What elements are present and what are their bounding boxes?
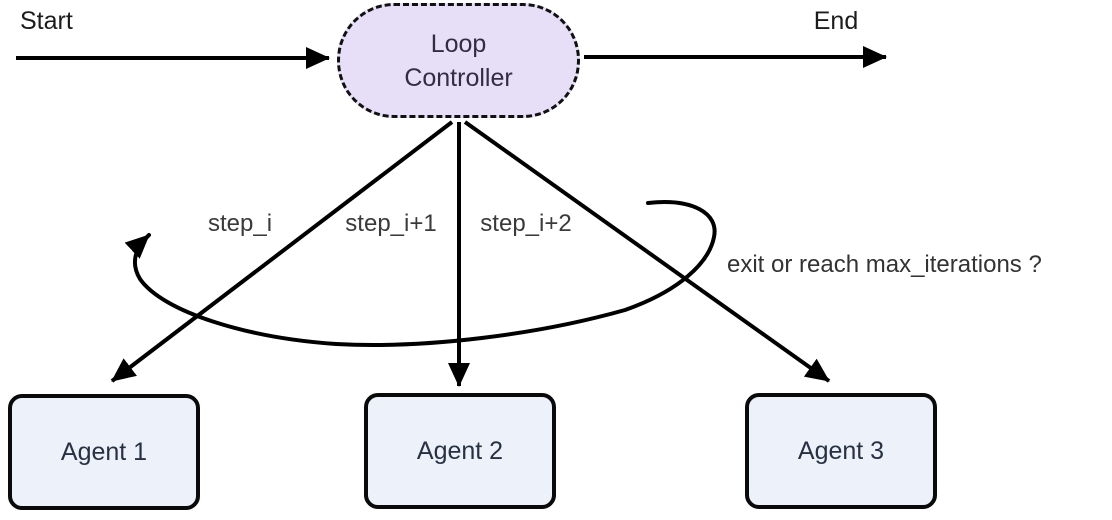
step-i-plus-1-label: step_i+1 — [345, 210, 437, 238]
agent-2-label: Agent 2 — [416, 436, 504, 465]
edge-controller-to-agent3 — [463, 120, 831, 383]
agent-3-node: Agent 3 — [745, 393, 937, 509]
agent-1-label: Agent 1 — [60, 437, 148, 466]
loop-back-arrow — [124, 200, 717, 347]
loop-condition-label: exit or reach max_iterations ? — [727, 251, 1042, 279]
loop-controller-node: Loop Controller — [337, 3, 580, 118]
agent-2-node: Agent 2 — [364, 393, 556, 509]
agent-1-node: Agent 1 — [8, 394, 200, 510]
step-i-label: step_i — [207, 210, 273, 238]
end-label: End — [813, 7, 859, 35]
agent-3-label: Agent 3 — [797, 436, 885, 465]
start-label: Start — [20, 7, 73, 35]
step-i-plus-2-label: step_i+2 — [480, 210, 572, 238]
loop-controller-label-line1: Loop — [430, 29, 487, 58]
loop-controller-label-line2: Controller — [404, 63, 513, 92]
edge-controller-to-agent1 — [110, 120, 454, 383]
